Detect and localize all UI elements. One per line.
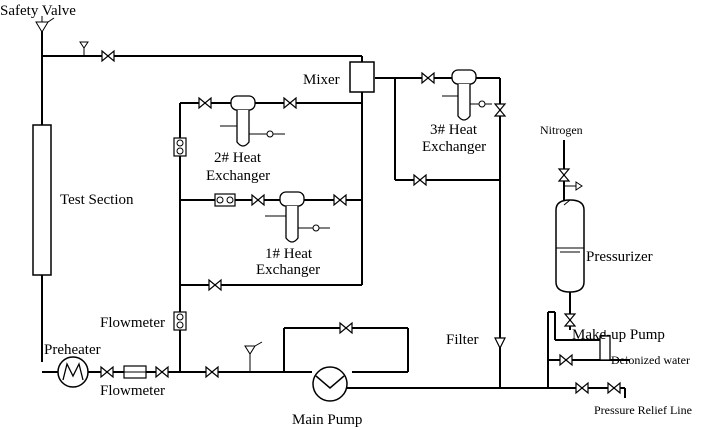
valve-icon xyxy=(205,366,219,378)
valve-icon xyxy=(283,97,297,109)
label-safety-valve: Safety Valve xyxy=(0,3,76,19)
label-flowmeter-upper: Flowmeter xyxy=(100,315,165,331)
valve-icon xyxy=(575,382,589,394)
label-hx1-line1: 1# Heat xyxy=(265,246,313,262)
main-pump-icon xyxy=(312,366,348,402)
valve-icon xyxy=(607,382,621,394)
label-nitrogen: Nitrogen xyxy=(540,123,583,137)
test-section-column xyxy=(32,124,52,276)
valve-icon xyxy=(198,97,212,109)
safety-valve-small-icon xyxy=(564,181,583,191)
hx1-icon xyxy=(265,191,330,243)
safety-valve-icon xyxy=(35,16,55,33)
label-filter: Filter xyxy=(446,332,479,348)
filter-icon xyxy=(494,337,506,350)
flowmeter-icon xyxy=(123,365,147,379)
label-hx2-line2: Exchanger xyxy=(206,168,270,184)
label-hx3-line2: Exchanger xyxy=(422,139,486,155)
hx3-icon xyxy=(442,69,492,121)
label-main-pump: Main Pump xyxy=(292,412,362,428)
makeup-pump-icon xyxy=(599,330,611,361)
valve-icon xyxy=(333,194,347,206)
label-makeup-pump: Make-up Pump xyxy=(572,327,665,343)
label-preheater: Preheater xyxy=(44,342,101,358)
flowmeter-icon xyxy=(214,193,236,207)
valve-icon xyxy=(413,174,427,186)
valve-icon xyxy=(559,354,573,366)
valve-icon xyxy=(101,50,115,62)
valve-icon xyxy=(564,313,576,327)
flowmeter-icon xyxy=(173,311,187,331)
relief-valve-icon xyxy=(244,341,263,372)
valve-icon xyxy=(208,279,222,291)
valve-icon xyxy=(494,103,506,117)
label-deionized-water: Deionized water xyxy=(611,353,690,367)
label-hx3-line1: 3# Heat xyxy=(430,122,478,138)
mixer-box xyxy=(349,61,375,93)
label-flowmeter-lower: Flowmeter xyxy=(100,383,165,399)
label-test-section: Test Section xyxy=(60,192,134,208)
label-hx1-line2: Exchanger xyxy=(256,262,320,278)
valve-icon xyxy=(155,366,169,378)
hx2-icon xyxy=(220,95,285,147)
flowmeter-icon xyxy=(173,137,187,157)
label-pressurizer: Pressurizer xyxy=(586,249,653,265)
valve-icon xyxy=(251,194,265,206)
valve-icon xyxy=(100,366,114,378)
preheater-icon xyxy=(57,356,89,388)
valve-icon xyxy=(339,322,353,334)
label-hx2-line1: 2# Heat xyxy=(214,150,262,166)
safety-valve-small-icon xyxy=(79,41,89,56)
label-mixer: Mixer xyxy=(303,72,340,88)
valve-icon xyxy=(421,72,435,84)
label-pressure-relief-line: Pressure Relief Line xyxy=(594,403,692,417)
valve-icon xyxy=(558,168,570,182)
pressurizer-icon xyxy=(555,199,585,293)
